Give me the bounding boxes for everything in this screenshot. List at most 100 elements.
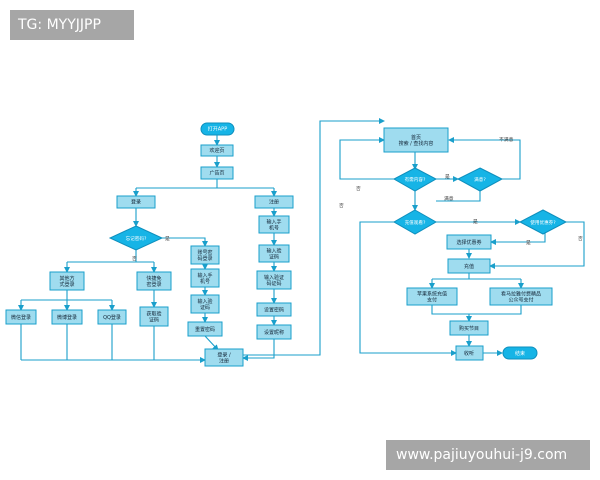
node-login-register-text-line-2: 注册 (219, 357, 229, 364)
edge-unsatisfied-home (448, 137, 521, 180)
node-charge-decision: 充值观看? (392, 209, 438, 235)
node-open-app: 打开APP (200, 122, 235, 136)
node-get-code-text-line-1: 获取验 (146, 310, 161, 317)
node-set-nickname: 设置昵称 (256, 324, 292, 340)
edge-reset-login (204, 335, 219, 351)
edge-charge-no-listen (359, 221, 457, 356)
node-qq-login: QQ登录 (97, 309, 127, 325)
label-unsatisfied: 不满意 (499, 136, 514, 143)
node-wechat-login: 微信登录 (5, 309, 37, 325)
node-login-register: 登录 /注册 (204, 348, 244, 367)
label-satisfied: 满意 (444, 195, 454, 202)
node-ad-text: 广告页 (209, 170, 224, 177)
label-has-yes: 是 (445, 174, 450, 180)
node-qq-login-text-line-1: QQ登录 (103, 314, 121, 321)
label-has-no: 否 (356, 186, 361, 192)
edge-coupon-no (489, 221, 585, 269)
node-set-password-text-line-1: 设置密码 (264, 306, 284, 313)
node-end: 结束 (502, 346, 538, 360)
node-forgot-password: 忘记密码? (108, 225, 164, 251)
edge-forgot-yes (162, 237, 208, 247)
watermark-top: TG: MYYJJPP (10, 10, 134, 40)
node-wx-pay-text-line-2: 公众号支付 (508, 296, 533, 303)
node-wx-pay-text-line-1: 看马拉雅付费精品 (501, 290, 541, 297)
node-satisfied-text-line-1: 满意? (474, 176, 486, 183)
node-open-app-text: 打开APP (208, 126, 227, 133)
node-weibo-login: 微博登录 (51, 309, 83, 325)
edge-login-home (243, 118, 385, 356)
node-use-coupon-text-line-1: 使用优惠券? (530, 219, 556, 226)
node-listen-text-line-1: 收听 (464, 350, 474, 357)
node-satisfied: 满意? (456, 167, 504, 192)
node-welcome-text: 欢迎页 (209, 147, 224, 154)
edge-satisfied-charge (436, 191, 481, 202)
node-buy-program-text-line-1: 购买节目 (459, 325, 479, 332)
edge-nick-login (242, 339, 275, 361)
node-charge-decision-text-line-1: 充值观看? (405, 219, 426, 226)
label-charge-no: 否 (339, 203, 344, 209)
node-apple-pay-text-line-2: 支付 (427, 296, 437, 303)
edge-has-no-home (339, 137, 394, 180)
node-login-register-text-line-1: 登录 / (217, 351, 231, 358)
node-input-code2-right-text-line-1: 输入验证 (264, 274, 284, 281)
node-register-text: 注册 (269, 199, 279, 206)
node-apple-pay-text-line-1: 苹果系统充值 (417, 290, 447, 297)
node-set-nickname-text-line-1: 设置昵称 (264, 329, 284, 336)
edges (18, 118, 585, 363)
node-login-text: 登录 (131, 199, 141, 206)
edge-labels: 是 否 是 不满意 满意 否 是 否 是 否 (132, 136, 583, 262)
edge-pay-merge (431, 305, 522, 315)
node-has-content: 有需内容? (392, 167, 438, 192)
node-input-code-left-text-line-1: 输入验 (197, 298, 212, 305)
node-other-login-text-line-2: 式登录 (59, 281, 74, 288)
node-account-login-text-line-2: 码登录 (197, 255, 212, 262)
label-coupon-no: 否 (578, 236, 583, 242)
node-input-code2-right-text-line-2: 码证码 (266, 280, 281, 287)
node-input-code-right-text-line-1: 输入验 (266, 247, 281, 254)
node-login: 登录 (116, 195, 156, 209)
label-forgot-no: 否 (132, 256, 137, 262)
node-recharge: 充值 (447, 258, 491, 274)
node-use-coupon: 使用优惠券? (518, 209, 568, 235)
node-wechat-login-text-line-1: 微信登录 (11, 314, 31, 321)
node-reset-password-text-line-1: 重置密码 (195, 326, 215, 333)
node-get-code-text-line-2: 证码 (149, 316, 159, 323)
watermark-bottom: www.pajiuyouhui-j9.com (386, 440, 590, 470)
edge-coupon-yes (490, 233, 546, 245)
node-home-search-text-line-2: 搜索 / 查找内容 (399, 140, 434, 147)
node-select-coupon: 选择优惠券 (446, 234, 492, 250)
node-input-phone-left-text-line-2: 机号 (200, 278, 210, 285)
node-listen: 收听 (455, 345, 484, 361)
node-register: 注册 (254, 195, 294, 209)
label-charge-yes: 是 (473, 219, 478, 225)
node-welcome: 欢迎页 (200, 144, 234, 157)
node-has-content-text-line-1: 有需内容? (405, 176, 426, 183)
node-input-code-right-text-line-2: 证码 (269, 253, 279, 260)
node-recharge-text-line-1: 充值 (464, 263, 474, 270)
label-coupon-yes: 是 (526, 240, 531, 246)
node-set-password: 设置密码 (256, 302, 292, 317)
node-input-phone-right-text-line-1: 输入手 (266, 218, 281, 225)
node-input-phone-right-text-line-2: 机号 (269, 224, 279, 231)
node-buy-program: 购买节目 (449, 320, 489, 336)
node-other-login-text-line-1: 其他方 (59, 275, 74, 282)
node-quick-login-text-line-1: 快捷免 (146, 275, 161, 282)
node-input-phone-left-text-line-1: 输入手 (197, 272, 212, 279)
node-ad: 广告页 (200, 166, 234, 180)
node-forgot-password-text-line-1: 忘记密码? (126, 235, 147, 242)
node-account-login-text-line-1: 账号密 (197, 249, 212, 256)
